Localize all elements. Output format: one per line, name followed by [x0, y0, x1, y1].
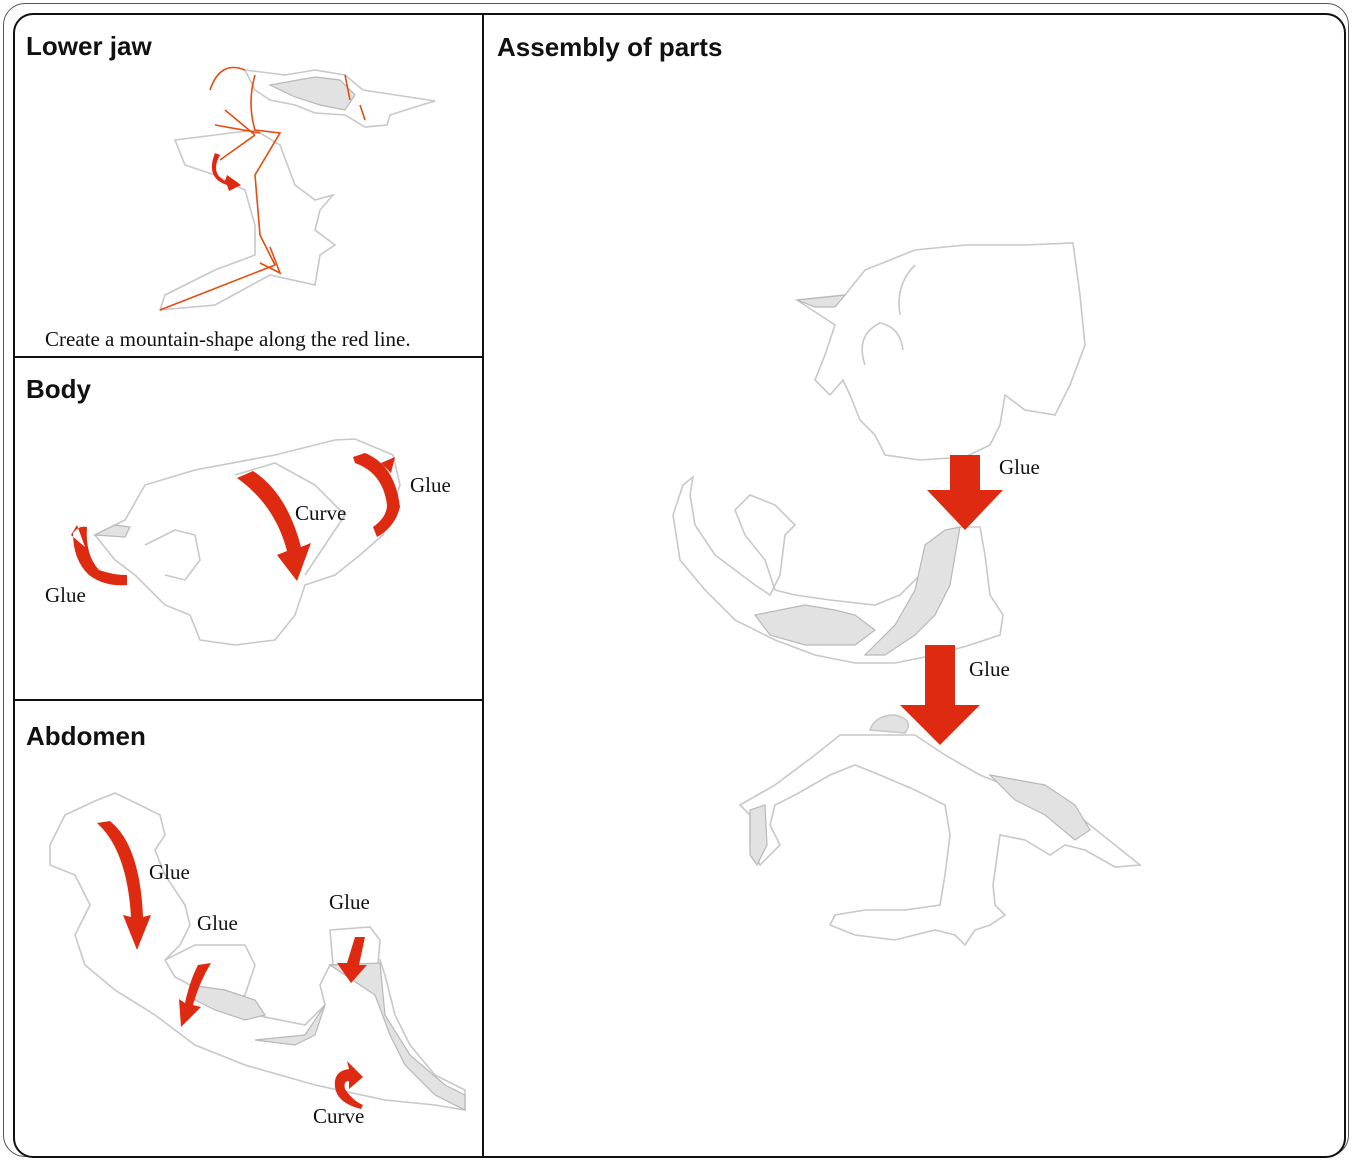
assembly-figure	[15, 15, 1346, 1158]
instruction-frame: Lower jaw Create a mountain-shape along …	[13, 13, 1346, 1158]
assembly-glue-bottom-label: Glue	[969, 657, 1010, 682]
assembly-glue-top-label: Glue	[999, 455, 1040, 480]
